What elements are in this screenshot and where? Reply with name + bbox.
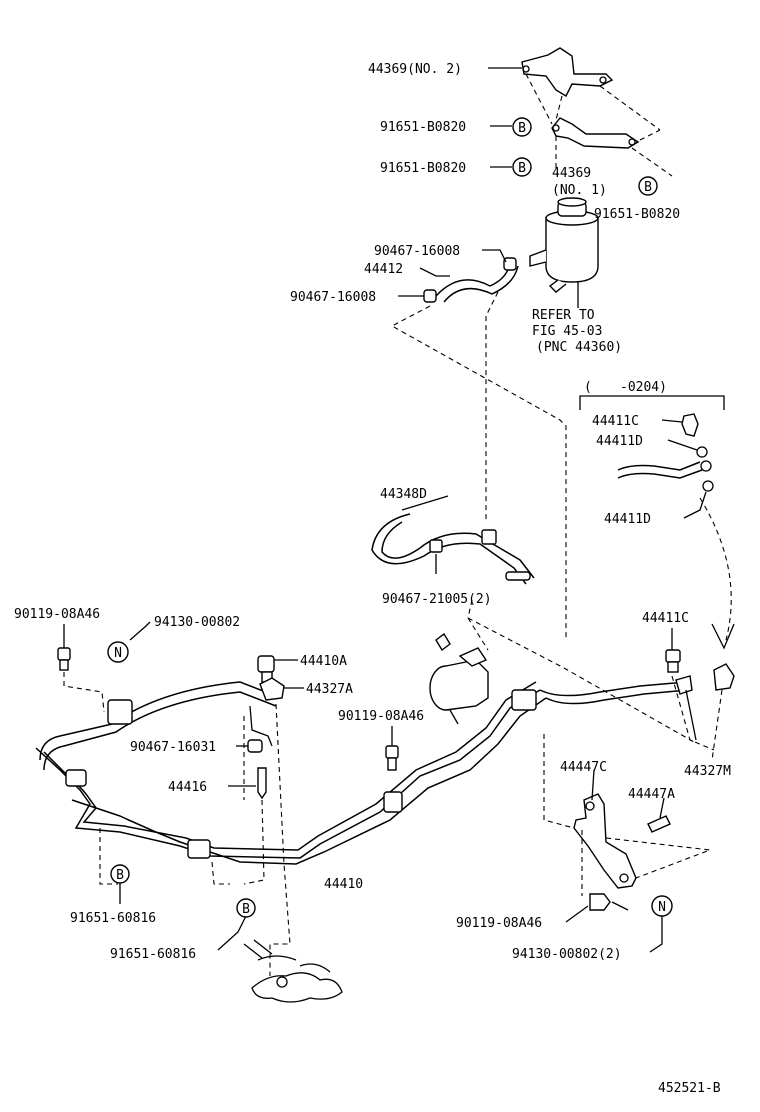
label-44369: 44369 — [552, 166, 591, 181]
tube-assembly-44410 — [35, 675, 693, 865]
label-91651-60816-1: 91651-60816 — [70, 911, 156, 926]
label-refer-to: REFER TO — [532, 308, 595, 323]
hose-44412 — [423, 257, 519, 303]
part-44411c-upper — [681, 413, 699, 437]
marker-b-4: B — [110, 864, 130, 884]
marker-b-text-1: B — [518, 121, 526, 136]
label-no1: (NO. 1) — [552, 183, 607, 198]
label-44348d: 44348D — [380, 487, 427, 502]
label-91651-b0820-3: 91651-B0820 — [594, 207, 680, 222]
marker-n-1: N — [107, 641, 129, 663]
label-44411d-1: 44411D — [596, 434, 643, 449]
hose-44348d — [371, 513, 535, 585]
mount-terrain — [243, 939, 343, 1003]
marker-n-text-2: N — [658, 900, 666, 915]
label-44410: 44410 — [324, 877, 363, 892]
marker-n-2: N — [651, 895, 673, 917]
bolt-90119-mid — [385, 745, 399, 771]
label-date-open: ( — [584, 380, 592, 395]
label-44411c-1: 44411C — [592, 414, 639, 429]
valve-assembly — [429, 632, 489, 725]
label-date-range: -0204) — [620, 380, 667, 395]
label-91651-b0820-2: 91651-B0820 — [380, 161, 466, 176]
label-94130-00802-1: 94130-00802 — [154, 615, 240, 630]
label-44412: 44412 — [364, 262, 403, 277]
label-44410a: 44410A — [300, 654, 347, 669]
label-90467-16008-1: 90467-16008 — [374, 244, 460, 259]
reservoir — [529, 197, 599, 293]
label-figure-code: 452521-B — [658, 1081, 721, 1096]
label-44369-no2: 44369(NO. 2) — [368, 62, 462, 77]
label-44327a: 44327A — [306, 682, 353, 697]
label-90467-16008-2: 90467-16008 — [290, 290, 376, 305]
label-44447c: 44447C — [560, 760, 607, 775]
marker-b-1: B — [512, 117, 532, 137]
part-44327a — [259, 677, 285, 701]
marker-b-3: B — [638, 176, 658, 196]
bolt-90119-left — [57, 647, 71, 671]
marker-b-text-4: B — [116, 868, 124, 883]
label-44411c-2: 44411C — [642, 611, 689, 626]
marker-b-text-5: B — [242, 902, 250, 917]
bolt-90119-lower — [589, 893, 611, 911]
label-91651-60816-2: 91651-60816 — [110, 947, 196, 962]
label-91651-b0820-1: 91651-B0820 — [380, 120, 466, 135]
label-fig: FIG 45-03 — [532, 324, 602, 339]
label-44411d-2: 44411D — [604, 512, 651, 527]
bracket-no1 — [551, 117, 640, 149]
marker-n-text-1: N — [114, 646, 122, 661]
label-94130-00802-2: 94130-00802(2) — [512, 947, 622, 962]
label-44416: 44416 — [168, 780, 207, 795]
part-44327m — [713, 663, 735, 691]
label-pnc: (PNC 44360) — [536, 340, 622, 355]
label-90119-08a46-2: 90119-08A46 — [338, 709, 424, 724]
label-44327m: 44327M — [684, 764, 731, 779]
bracket-no2 — [521, 47, 614, 97]
part-44411c-lower — [665, 649, 681, 673]
marker-b-2: B — [512, 157, 532, 177]
marker-b-text-3: B — [644, 180, 652, 195]
marker-b-text-2: B — [518, 161, 526, 176]
label-44447a: 44447A — [628, 787, 675, 802]
label-90119-08a46-3: 90119-08A46 — [456, 916, 542, 931]
bracket-44447c — [573, 793, 637, 889]
label-90119-08a46-1: 90119-08A46 — [14, 607, 100, 622]
marker-b-5: B — [236, 898, 256, 918]
label-90467-16031: 90467-16031 — [130, 740, 216, 755]
part-44410a — [257, 655, 275, 683]
label-90467-21005: 90467-21005(2) — [382, 592, 492, 607]
